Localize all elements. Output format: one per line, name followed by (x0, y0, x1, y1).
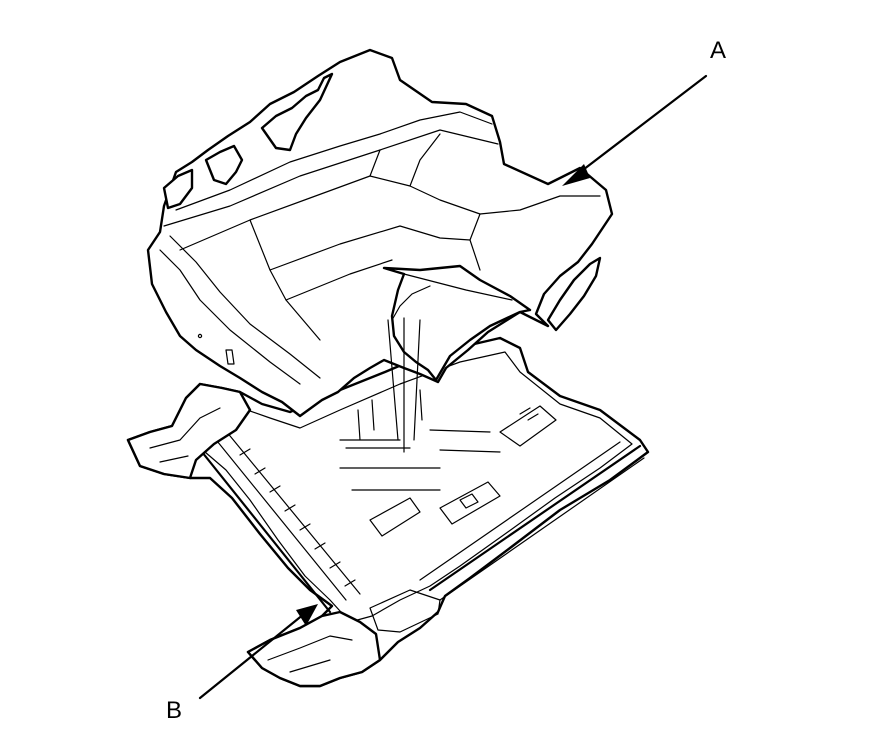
arrowhead-b (296, 604, 318, 626)
callout-b: B (166, 604, 318, 724)
callout-a: A (562, 37, 726, 186)
arrowhead-a (562, 164, 590, 186)
leader-line-b (198, 612, 306, 700)
leader-line-a (573, 74, 708, 178)
label-b: B (166, 697, 182, 724)
label-a: A (710, 37, 726, 64)
part-a-cover (146, 48, 614, 453)
part-b-tray (126, 336, 650, 688)
